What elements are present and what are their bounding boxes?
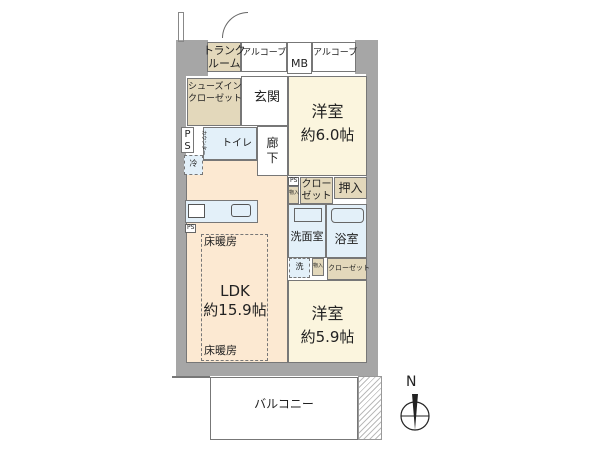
right-wall bbox=[366, 70, 378, 375]
floor-heating-area bbox=[201, 234, 268, 361]
washbasin-icon bbox=[294, 208, 322, 222]
ldk-size: 約15.9帖 bbox=[203, 301, 267, 319]
kitchen-counter bbox=[185, 200, 258, 223]
shoes-closet-label-2: クローゼット bbox=[188, 94, 243, 104]
western-room-2: 洋室 約5.9帖 bbox=[288, 280, 367, 363]
shoes-closet-label-1: シューズイン bbox=[188, 82, 242, 92]
closet-2-label: クローゼット bbox=[328, 264, 370, 272]
washroom-label: 洗面室 bbox=[290, 230, 324, 243]
hallway-label-1: 廊 bbox=[266, 136, 279, 150]
trunk-room-label-1: トランク bbox=[203, 44, 246, 57]
fridge-space: 冷 bbox=[184, 155, 203, 175]
closet-1: クロー ゼット bbox=[300, 177, 333, 204]
pipe-space-top: P S bbox=[181, 127, 194, 153]
ldk bbox=[186, 160, 288, 363]
balcony-rail-right bbox=[358, 376, 382, 440]
hallway: 廊 下 bbox=[257, 126, 288, 176]
western-room-2-size: 約5.9帖 bbox=[300, 328, 355, 346]
ps-small-label: PS bbox=[288, 177, 300, 186]
trunk-room-label-2: ルーム bbox=[208, 57, 241, 70]
oshiire: 押入 bbox=[334, 177, 367, 199]
balcony-label: バルコニー bbox=[254, 397, 314, 411]
bottom-wall bbox=[176, 362, 378, 376]
fridge-label: 冷 bbox=[189, 159, 198, 168]
western-room-1-size: 約6.0帖 bbox=[300, 126, 355, 144]
closet-1-label-2: ゼット bbox=[301, 191, 332, 202]
washroom: 洗面室 bbox=[288, 204, 326, 258]
storage-1: 物入 bbox=[288, 186, 299, 204]
alcove-1-label: アルコーブ bbox=[242, 48, 287, 58]
balcony-rail-left bbox=[172, 376, 210, 378]
stove-icon bbox=[188, 204, 205, 218]
hallway-label-2: 下 bbox=[266, 151, 279, 165]
meter-box: MB bbox=[287, 42, 312, 74]
storage-2-label: 物入 bbox=[313, 263, 324, 269]
compass-label: N bbox=[406, 374, 417, 390]
mb-label: MB bbox=[290, 57, 309, 70]
toilet: カウンター トイレ bbox=[200, 127, 257, 160]
oshiire-label: 押入 bbox=[338, 181, 363, 195]
counter-label: カウンター bbox=[200, 130, 207, 156]
trunk-room: トランク ルーム bbox=[203, 42, 246, 72]
bathroom: 浴室 bbox=[326, 204, 367, 258]
entrance-label: 玄関 bbox=[254, 90, 281, 105]
western-room-1-label: 洋室 bbox=[311, 102, 344, 121]
ps-kitchen-label: PS bbox=[185, 224, 197, 233]
top-right-wall bbox=[355, 40, 378, 74]
western-room-1: 洋室 約6.0帖 bbox=[288, 76, 367, 176]
alcove-2: アルコーブ bbox=[312, 42, 358, 72]
bathroom-label: 浴室 bbox=[334, 232, 359, 246]
ps-label-p: P bbox=[184, 129, 191, 140]
balcony: バルコニー bbox=[210, 377, 358, 440]
western-room-2-label: 洋室 bbox=[311, 304, 344, 323]
alcove-1: アルコーブ bbox=[241, 42, 287, 72]
washer-label: 洗 bbox=[295, 262, 304, 271]
storage-2: 物入 bbox=[312, 258, 324, 276]
ldk-label: LDK bbox=[220, 282, 250, 300]
north-arrow-icon bbox=[400, 394, 430, 431]
washer-space: 洗 bbox=[289, 258, 310, 278]
shoes-in-closet: シューズイン クローゼット bbox=[187, 78, 243, 126]
entrance: 玄関 bbox=[241, 76, 288, 126]
floor-heating-label-2: 床暖房 bbox=[204, 344, 237, 357]
closet-1-label-1: クロー bbox=[301, 179, 332, 190]
storage-1-label: 物入 bbox=[289, 190, 300, 196]
left-wall bbox=[176, 40, 186, 375]
sink-icon bbox=[231, 204, 251, 217]
closet-2: クローゼット bbox=[327, 258, 370, 280]
floor-heating-label-1: 床暖房 bbox=[204, 235, 237, 248]
bathtub-icon bbox=[331, 208, 364, 223]
toilet-label: トイレ bbox=[222, 138, 252, 149]
alcove-2-label: アルコーブ bbox=[313, 48, 358, 58]
entry-door bbox=[222, 12, 248, 38]
ps-label-s: S bbox=[184, 141, 191, 152]
entry-post bbox=[178, 12, 184, 42]
top-left-wall bbox=[176, 40, 208, 76]
